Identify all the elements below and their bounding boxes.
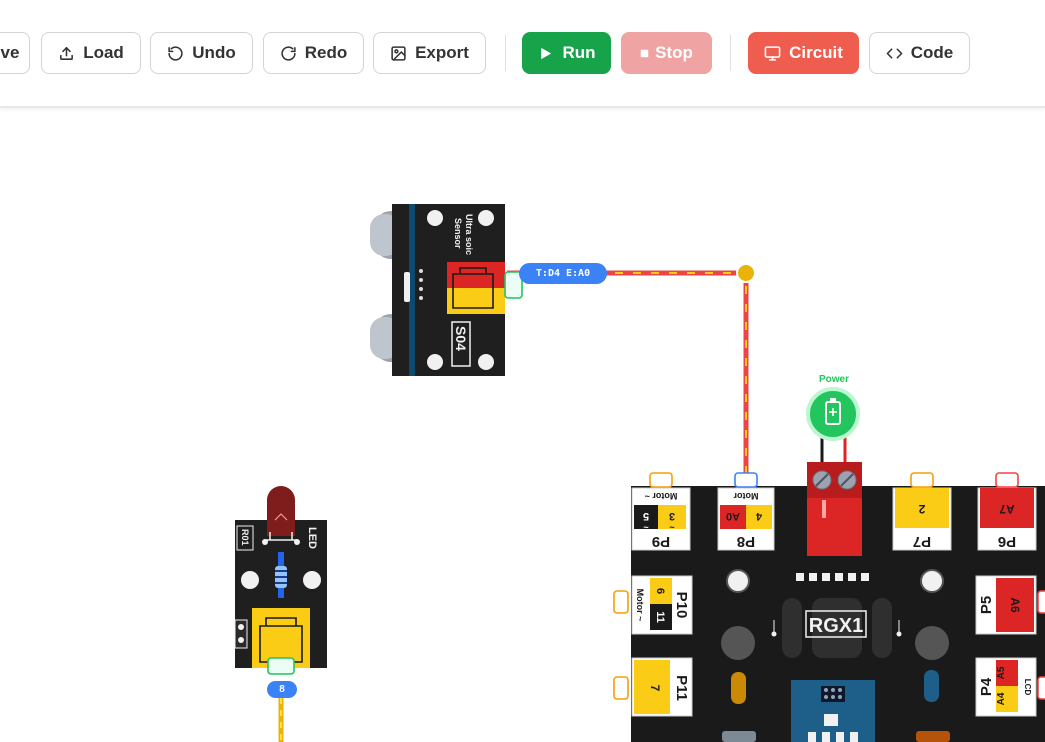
sensor-title-line2: Sensor: [453, 218, 463, 249]
port-p9-motor: Motor ~: [645, 491, 678, 501]
wire-junction-handle[interactable]: [736, 263, 756, 283]
stop-label: Stop: [655, 43, 693, 62]
p6-port-handle[interactable]: [995, 472, 1019, 488]
port-p9-tilde-b: ~: [669, 522, 674, 532]
p10-port-handle[interactable]: [613, 590, 629, 614]
p8-port-handle[interactable]: [734, 472, 758, 488]
toolbar-divider: [505, 35, 506, 71]
undo-icon: [168, 45, 183, 61]
stop-button[interactable]: Stop: [621, 32, 712, 74]
code-button[interactable]: Code: [869, 32, 970, 74]
port-p8-label: P8: [737, 533, 755, 550]
code-label: Code: [910, 43, 954, 62]
sensor-title-line1: Ultra soic: [464, 214, 474, 255]
port-p9-tilde-a: ~: [643, 522, 648, 532]
port-p10-pin-b: 11: [654, 611, 666, 623]
power-label: Power: [818, 374, 849, 385]
main-board[interactable]: [631, 462, 1045, 742]
load-button[interactable]: Load: [41, 32, 141, 74]
run-label: Run: [562, 43, 596, 62]
port-p5-pin: A6: [1008, 597, 1022, 613]
monitor-icon: [764, 45, 781, 61]
sensor-model-label: S04: [453, 326, 469, 351]
play-icon: [541, 47, 552, 59]
p11-port-handle[interactable]: [613, 676, 629, 700]
undo-button[interactable]: Undo: [150, 32, 253, 74]
code-icon: [886, 47, 903, 59]
led-title: LED: [306, 527, 318, 549]
port-p8-motor: Motor: [733, 491, 758, 501]
ultrasonic-sensor[interactable]: [370, 204, 505, 376]
toolbar: ve Load Undo Redo Export Run Stop: [0, 0, 1045, 108]
battery-icon: [825, 398, 841, 425]
p4-port-handle[interactable]: [1037, 676, 1045, 700]
port-p8-pin-a: A0: [726, 510, 740, 522]
port-p4-lcd: LCD: [1023, 679, 1032, 696]
led-port-handle[interactable]: [267, 657, 295, 675]
port-p8-pin-b: 4: [755, 510, 762, 522]
p5-port-handle[interactable]: [1037, 590, 1045, 614]
port-p11-label: P11: [673, 675, 690, 701]
redo-button[interactable]: Redo: [263, 32, 364, 74]
save-button[interactable]: ve: [0, 32, 30, 74]
run-button[interactable]: Run: [522, 32, 611, 74]
circuit-button[interactable]: Circuit: [748, 32, 859, 74]
led-code: R01: [240, 529, 250, 546]
circuit-label: Circuit: [789, 43, 843, 62]
port-p11-pin: 7: [648, 685, 662, 692]
export-button[interactable]: Export: [373, 32, 486, 74]
port-p10-motor: Motor ~: [635, 589, 645, 622]
port-p7-label: P7: [913, 533, 931, 550]
sensor-wire-label: T:D4 E:A0: [519, 263, 607, 284]
port-p4-label: P4: [978, 677, 995, 696]
port-p4-pin-a: A5: [996, 666, 1007, 679]
stop-icon: [640, 49, 649, 57]
undo-label: Undo: [192, 43, 236, 62]
port-p10-pin-a: 6: [654, 588, 666, 594]
board-name: RGX1: [809, 615, 863, 637]
port-p6-pin: A7: [999, 502, 1015, 516]
port-p9-label: P9: [652, 533, 670, 550]
p9-port-handle[interactable]: [649, 472, 673, 488]
port-p4-pin-b: A4: [996, 692, 1007, 705]
port-p5-label: P5: [978, 596, 995, 614]
redo-label: Redo: [304, 43, 348, 62]
sensor-port-handle[interactable]: [504, 271, 523, 299]
load-label: Load: [83, 43, 124, 62]
save-label: ve: [0, 43, 20, 62]
port-p6-label: P6: [998, 533, 1016, 550]
port-p9-pin-b: 3: [669, 510, 675, 522]
toolbar-divider: [730, 35, 731, 71]
p7-port-handle[interactable]: [910, 472, 934, 488]
upload-icon: [60, 46, 74, 60]
port-p10-label: P10: [673, 592, 690, 619]
port-p7-pin: 2: [918, 502, 925, 516]
led-module[interactable]: [234, 486, 327, 668]
image-icon: [391, 45, 406, 61]
export-label: Export: [415, 43, 469, 62]
port-p9-pin-a: 5: [643, 510, 649, 522]
sensor-wire[interactable]: [507, 270, 749, 480]
led-pin-badge: 8: [267, 681, 297, 698]
redo-icon: [281, 45, 296, 61]
